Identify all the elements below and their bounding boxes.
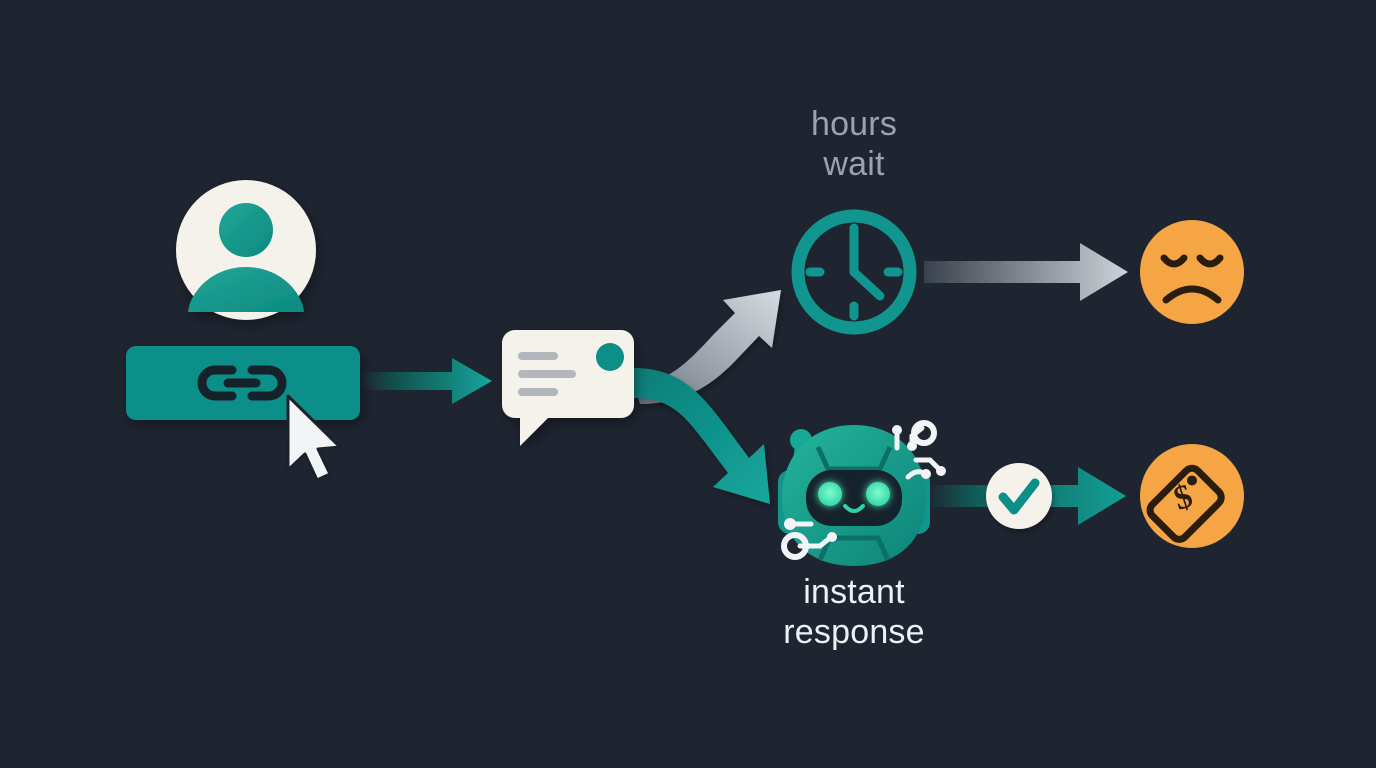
link-icon bbox=[197, 365, 287, 401]
sad-face bbox=[1140, 220, 1244, 324]
bot-eye-left bbox=[818, 482, 842, 506]
price-tag-outline bbox=[1146, 464, 1225, 543]
clock bbox=[791, 209, 917, 335]
sad-eye-right bbox=[1196, 254, 1224, 268]
bubble-text-line bbox=[518, 370, 576, 378]
price-tag: $ bbox=[1140, 444, 1244, 548]
sad-mouth bbox=[1162, 285, 1222, 304]
user-avatar bbox=[176, 180, 316, 320]
link-button[interactable] bbox=[126, 346, 360, 420]
arrow-message-to-bot bbox=[634, 368, 770, 504]
clock-hands bbox=[849, 235, 885, 301]
arrow-user-to-message bbox=[360, 358, 492, 404]
label-instant-response: instant response bbox=[783, 573, 925, 652]
chat-bubble bbox=[502, 330, 634, 446]
check-badge bbox=[986, 463, 1052, 529]
bot-smile bbox=[843, 504, 865, 513]
bubble-text-line bbox=[518, 352, 558, 360]
bot bbox=[778, 420, 946, 566]
price-tag-hole bbox=[1187, 475, 1197, 486]
arrow-clock-to-sad-face bbox=[924, 243, 1128, 301]
bubble-status-dot bbox=[596, 343, 624, 371]
sad-eye-left bbox=[1160, 254, 1188, 268]
bot-eye-right bbox=[866, 482, 890, 506]
bot-head-seam bbox=[815, 445, 893, 472]
bot-circuit-nodes bbox=[781, 420, 946, 560]
bot-chin-seam bbox=[817, 535, 891, 562]
label-hours-wait: hours wait bbox=[810, 105, 898, 184]
mouse-cursor bbox=[286, 394, 342, 482]
check-icon bbox=[998, 478, 1040, 515]
bubble-text-line bbox=[518, 388, 558, 396]
